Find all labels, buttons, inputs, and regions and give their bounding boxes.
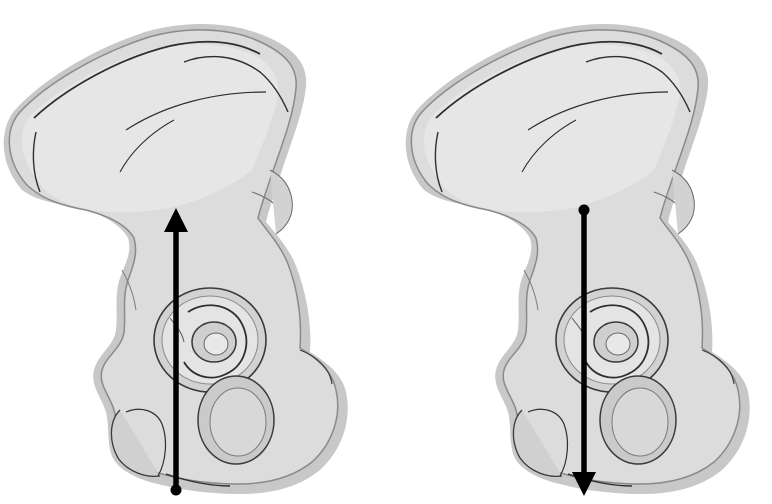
hip-bone-right xyxy=(406,24,750,494)
